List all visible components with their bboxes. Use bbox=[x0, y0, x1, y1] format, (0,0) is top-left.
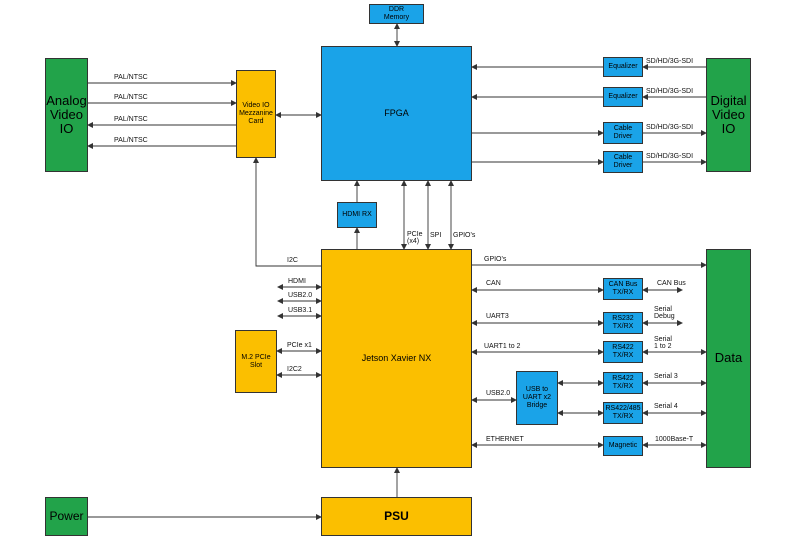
pcie-x1-label: PCIe x1 bbox=[287, 342, 312, 349]
digital-video-io-label: Digital Video IO bbox=[710, 92, 747, 137]
pal-ntsc-label-2: PAL/NTSC bbox=[114, 94, 148, 101]
uart3-label: UART3 bbox=[486, 313, 509, 320]
spi-label: SPI bbox=[430, 232, 442, 239]
can-bus-label: CAN Bus TX/RX bbox=[608, 281, 638, 296]
rs232-label: RS232 TX/RX bbox=[612, 315, 634, 330]
i2c-label: I2C bbox=[287, 257, 298, 264]
jetson-xavier-nx-block: Jetson Xavier NX bbox=[321, 249, 472, 468]
sdi-label-3: SD/HD/3G-SDI bbox=[646, 124, 694, 131]
equalizer-2-block: Equalizer bbox=[603, 87, 643, 107]
gpios-horizontal-label: GPIO's bbox=[484, 256, 507, 263]
sdi-label-4: SD/HD/3G-SDI bbox=[646, 153, 694, 160]
cable-driver-2-block: Cable Driver bbox=[603, 151, 643, 173]
m2-pcie-slot-block: M.2 PCIe Slot bbox=[235, 330, 277, 393]
sdi-label-1: SD/HD/3G-SDI bbox=[646, 58, 694, 65]
power-label: Power bbox=[49, 508, 84, 523]
uart12-label: UART1 to 2 bbox=[484, 343, 521, 350]
cable-driver-1-block: Cable Driver bbox=[603, 122, 643, 144]
data-block: Data bbox=[706, 249, 751, 468]
rs422-1-label: RS422 TX/RX bbox=[612, 344, 634, 359]
pal-ntsc-label-1: PAL/NTSC bbox=[114, 74, 148, 81]
serial4-label: Serial 4 bbox=[654, 403, 678, 410]
usb31-label: USB3.1 bbox=[288, 307, 313, 314]
rs422-1-block: RS422 TX/RX bbox=[603, 341, 643, 363]
rs422-485-label: RS422/485 TX/RX bbox=[605, 405, 641, 420]
rs232-block: RS232 TX/RX bbox=[603, 312, 643, 334]
magnetic-block: Magnetic bbox=[603, 436, 643, 456]
video-io-mezzanine-block: Video IO Mezzanine Card bbox=[236, 70, 276, 158]
analog-video-io-block: Analog Video IO bbox=[45, 58, 88, 172]
1000base-t-label: 1000Base-T bbox=[655, 436, 694, 443]
usb-uart-bridge-block: USB to UART x2 Bridge bbox=[516, 371, 558, 425]
can-bus-side-label: CAN Bus bbox=[657, 280, 686, 287]
serial-debug-label: Serial Debug bbox=[654, 306, 675, 321]
rs422-485-block: RS422/485 TX/RX bbox=[603, 402, 643, 424]
usb-uart-bridge-label: USB to UART x2 Bridge bbox=[522, 386, 552, 409]
jetson-xavier-nx-label: Jetson Xavier NX bbox=[361, 352, 432, 363]
fpga-label: FPGA bbox=[384, 107, 409, 118]
pcie-x4-label: PCIe (x4) bbox=[407, 231, 423, 246]
pal-ntsc-label-4: PAL/NTSC bbox=[114, 137, 148, 144]
hdmi-label: HDMI bbox=[288, 278, 306, 285]
psu-label: PSU bbox=[384, 508, 409, 523]
cable-driver-1-label: Cable Driver bbox=[613, 125, 633, 140]
ethernet-label: ETHERNET bbox=[486, 436, 524, 443]
hdmi-rx-label: HDMI RX bbox=[342, 211, 372, 219]
psu-block: PSU bbox=[321, 497, 472, 536]
i2c2-label: I2C2 bbox=[287, 366, 302, 373]
equalizer-1-block: Equalizer bbox=[603, 57, 643, 77]
power-block: Power bbox=[45, 497, 88, 536]
fpga-block: FPGA bbox=[321, 46, 472, 181]
data-label: Data bbox=[714, 350, 743, 366]
usb20-label: USB2.0 bbox=[288, 292, 313, 299]
can-bus-block: CAN Bus TX/RX bbox=[603, 278, 643, 300]
can-label: CAN bbox=[486, 280, 501, 287]
ddr-memory-block: DDR Memory bbox=[369, 4, 424, 24]
ddr-memory-label: DDR Memory bbox=[383, 6, 410, 21]
serial12-label: Serial 1 to 2 bbox=[654, 336, 672, 351]
equalizer-1-label: Equalizer bbox=[608, 63, 638, 71]
serial3-label: Serial 3 bbox=[654, 373, 678, 380]
usb20-right-label: USB2.0 bbox=[486, 390, 511, 397]
magnetic-label: Magnetic bbox=[608, 442, 638, 450]
equalizer-2-label: Equalizer bbox=[608, 93, 638, 101]
sdi-label-2: SD/HD/3G-SDI bbox=[646, 88, 694, 95]
rs422-2-block: RS422 TX/RX bbox=[603, 372, 643, 394]
hdmi-rx-block: HDMI RX bbox=[337, 202, 377, 228]
analog-video-io-label: Analog Video IO bbox=[46, 92, 87, 137]
m2-pcie-slot-label: M.2 PCIe Slot bbox=[241, 353, 271, 369]
gpios-vertical-label: GPIO's bbox=[453, 232, 476, 239]
rs422-2-label: RS422 TX/RX bbox=[612, 375, 634, 390]
video-io-mezzanine-label: Video IO Mezzanine Card bbox=[239, 102, 273, 125]
pal-ntsc-label-3: PAL/NTSC bbox=[114, 116, 148, 123]
cable-driver-2-label: Cable Driver bbox=[613, 154, 633, 169]
digital-video-io-block: Digital Video IO bbox=[706, 58, 751, 172]
